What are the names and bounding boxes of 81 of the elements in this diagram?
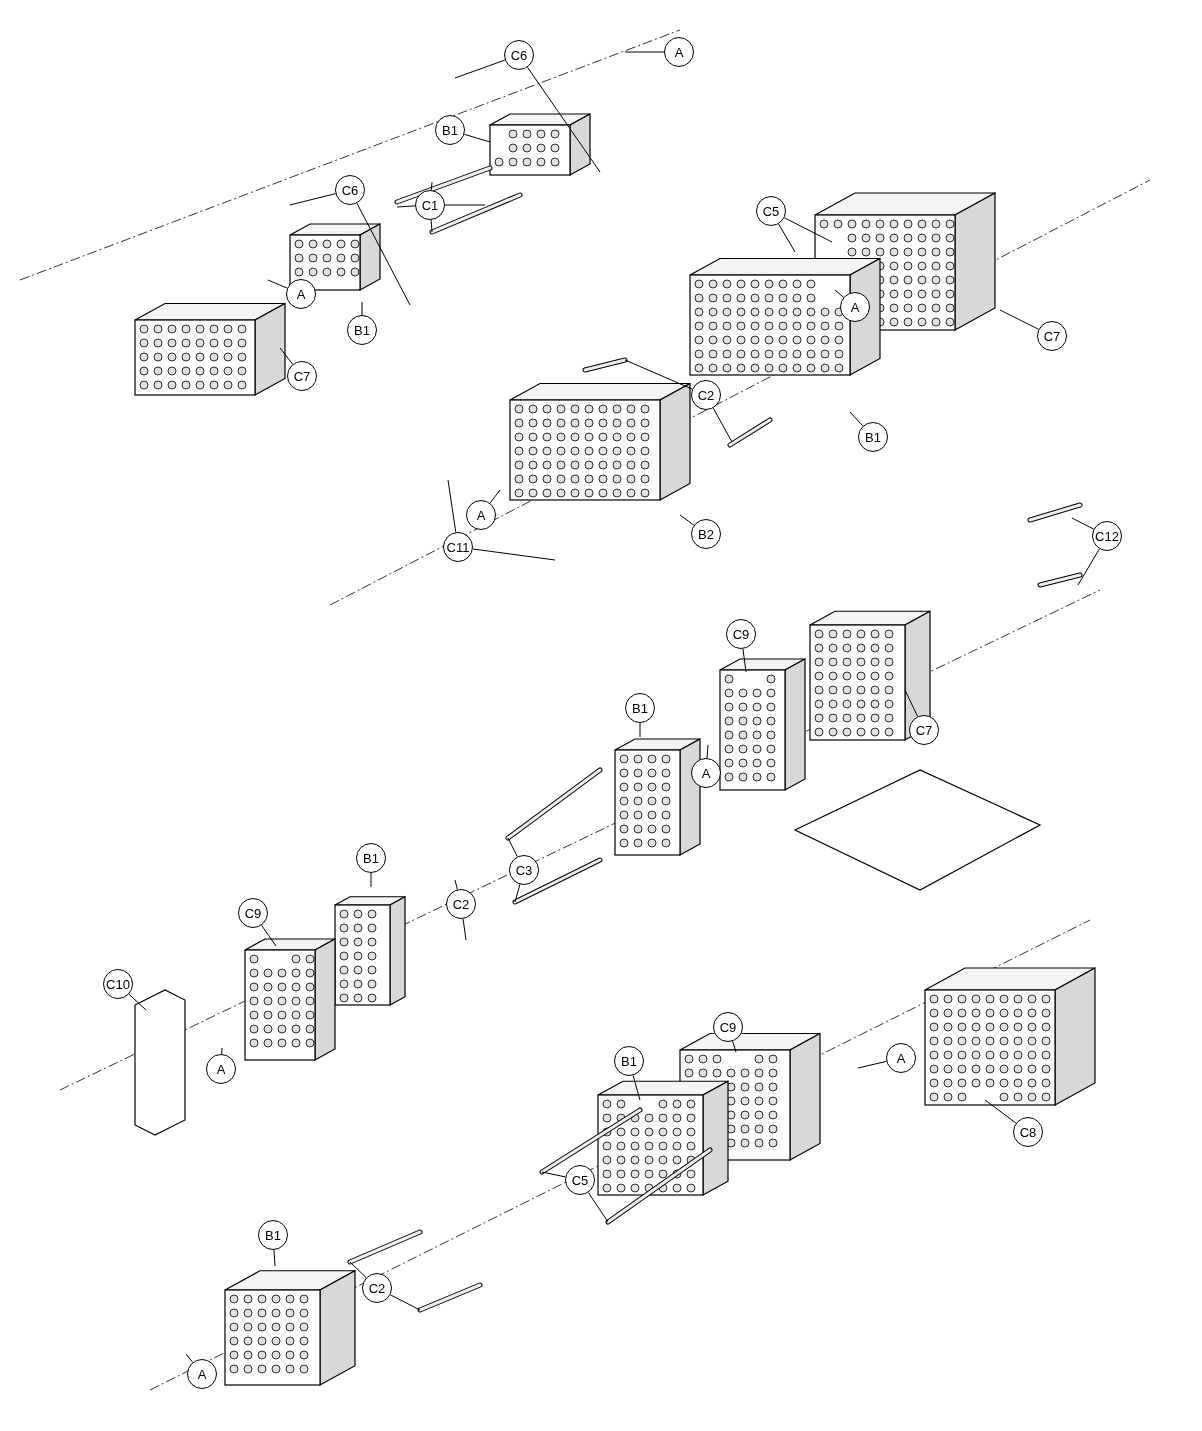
leader-line: [624, 359, 693, 390]
callout-number: C1: [415, 190, 445, 220]
leader-line: [389, 1294, 421, 1311]
leader-line: [834, 289, 845, 298]
callout-number: C6: [504, 40, 534, 70]
leader-line: [267, 279, 288, 289]
leader-line: [999, 309, 1040, 330]
callout-number: C11: [443, 532, 473, 562]
callout-number: C7: [1037, 321, 1067, 351]
leader-line: [527, 66, 601, 173]
callout-number: B2: [691, 519, 721, 549]
callout-number: C9: [713, 1012, 743, 1042]
leader-line: [489, 489, 501, 504]
leader-line: [279, 347, 294, 365]
leader-line: [370, 872, 372, 888]
leader-line: [514, 883, 521, 903]
callout-number: C5: [756, 196, 786, 226]
leader-line: [273, 1249, 276, 1267]
leader-line: [454, 879, 458, 890]
leader-line: [444, 204, 486, 206]
callout-number: C6: [335, 175, 365, 205]
leader-line: [1071, 517, 1095, 530]
leader-line: [356, 202, 411, 306]
leader-line: [587, 1192, 609, 1223]
callout-number: A: [466, 500, 496, 530]
callout-number: C3: [509, 855, 539, 885]
callout-number: C9: [238, 898, 268, 928]
callout-number: B1: [858, 422, 888, 452]
leader-line: [261, 924, 277, 947]
leader-line: [1077, 548, 1100, 586]
leader-line: [632, 1074, 641, 1101]
leader-line: [289, 193, 336, 206]
callout-number: B1: [625, 693, 655, 723]
leader-line: [349, 1261, 367, 1279]
leader-line: [712, 407, 733, 443]
leader-line: [463, 133, 491, 143]
leader-line: [541, 1171, 566, 1178]
leader-line: [128, 993, 147, 1011]
callout-number: C2: [446, 889, 476, 919]
callout-number: C7: [909, 715, 939, 745]
leader-line: [462, 918, 467, 941]
callout-number: A: [886, 1043, 916, 1073]
leader-line: [706, 744, 709, 759]
callout-number: B1: [356, 843, 386, 873]
callout-number: C9: [726, 619, 756, 649]
leader-line: [783, 217, 833, 243]
callout-number: B1: [435, 115, 465, 145]
leader-line: [857, 1060, 887, 1069]
leader-line: [472, 548, 556, 561]
leader-line: [984, 1099, 1017, 1124]
leader-line: [639, 722, 641, 738]
leader-line: [454, 59, 506, 79]
callout-number: C7: [287, 361, 317, 391]
leader-line: [624, 51, 665, 53]
callout-number: C5: [565, 1165, 595, 1195]
callout-number: A: [664, 37, 694, 67]
leader-line: [396, 205, 416, 208]
callout-number: B1: [258, 1220, 288, 1250]
leader-line: [732, 1040, 737, 1053]
leader-line: [447, 479, 457, 533]
leader-line: [778, 223, 796, 253]
leader-line: [742, 648, 747, 673]
callout-number: C2: [362, 1273, 392, 1303]
callout-number: A: [187, 1359, 217, 1389]
leader-line: [361, 301, 363, 316]
callout-number: A: [286, 279, 316, 309]
leader-line: [430, 219, 433, 233]
leader-line: [185, 1353, 194, 1363]
leader-line: [221, 1047, 223, 1055]
leader-line: [507, 837, 518, 858]
callout-number: B1: [614, 1046, 644, 1076]
callout-number: C12: [1092, 521, 1122, 551]
leader-line: [430, 181, 433, 191]
callout-number: B1: [347, 315, 377, 345]
callout-number: C2: [691, 380, 721, 410]
callout-number: C10: [103, 969, 133, 999]
leader-line: [849, 411, 864, 427]
callout-number: A: [206, 1054, 236, 1084]
leader-line: [679, 514, 695, 526]
callout-number: C8: [1013, 1117, 1043, 1147]
leader-line: [904, 689, 919, 717]
